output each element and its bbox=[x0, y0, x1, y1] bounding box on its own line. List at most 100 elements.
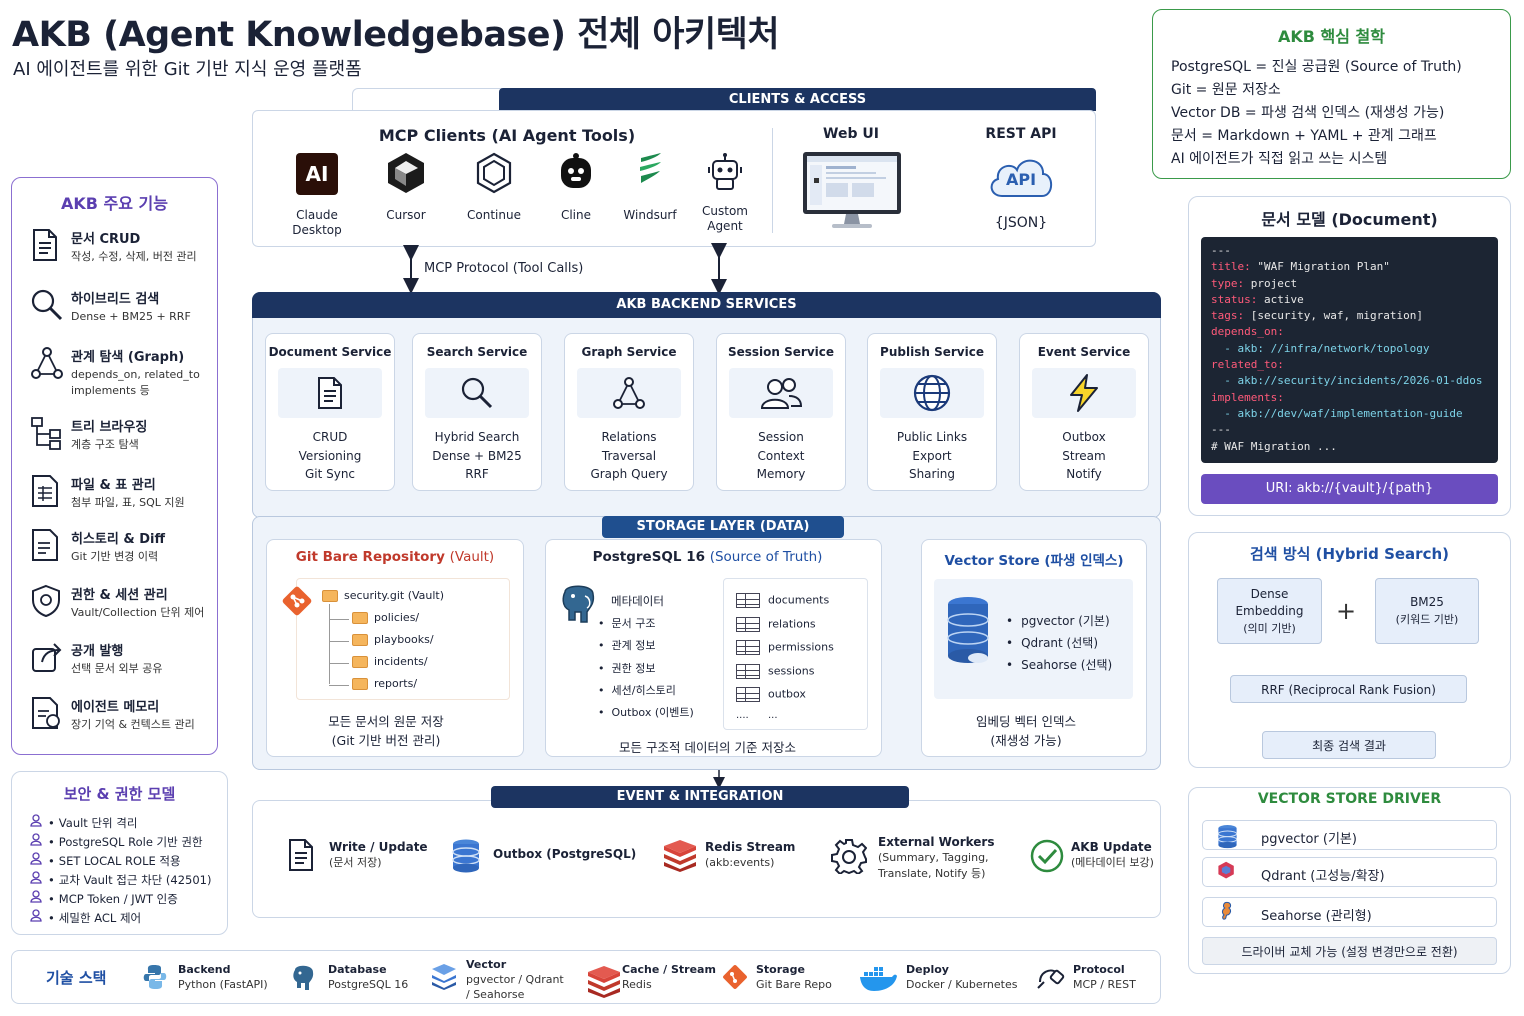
vector-item-text: Seahorse (선택) bbox=[1021, 658, 1113, 672]
code-token: depends_on: bbox=[1211, 325, 1284, 339]
folder-icon bbox=[352, 678, 368, 690]
pg-meta-text: 세션/히스토리 bbox=[611, 683, 676, 697]
service-line: Git Sync bbox=[304, 467, 356, 481]
service-line: Public Links bbox=[896, 430, 968, 444]
security-item: •SET LOCAL ROLE 적용 bbox=[30, 852, 211, 871]
git-folder: reports/ bbox=[352, 677, 417, 690]
security-text: Vault 단위 격리 bbox=[58, 816, 138, 830]
code-line: depends_on: bbox=[1211, 324, 1483, 340]
code-token: - akb://security/incidents/2026-01-ddos bbox=[1211, 374, 1483, 388]
share-icon bbox=[30, 640, 64, 678]
graph-icon bbox=[30, 346, 64, 384]
bm25-box: BM25 (키워드 기반) bbox=[1375, 578, 1479, 644]
check-circle-icon bbox=[1029, 838, 1065, 878]
history-icon bbox=[30, 528, 60, 566]
pg-meta-text: 권한 정보 bbox=[611, 661, 656, 675]
pg-table-item: documents bbox=[736, 593, 829, 608]
tech-head: Backend bbox=[178, 963, 231, 976]
service-title: Document Service bbox=[268, 345, 392, 359]
code-line: - akb://security/incidents/2026-01-ddos bbox=[1211, 373, 1483, 389]
search-result-box: 최종 검색 결과 bbox=[1262, 731, 1436, 759]
tech-val: pgvector / Qdrant bbox=[466, 973, 564, 986]
pg-meta-item: •문서 구조 bbox=[598, 613, 694, 635]
service-line: Graph Query bbox=[590, 467, 668, 481]
document-icon bbox=[286, 838, 316, 876]
code-line: # WAF Migration ... bbox=[1211, 439, 1483, 455]
pg-table-name: sessions bbox=[768, 664, 815, 677]
pg-table-name: documents bbox=[768, 593, 830, 607]
bullet: • bbox=[598, 661, 605, 675]
security-text: PostgreSQL Role 기반 권한 bbox=[58, 835, 203, 849]
feature-desc: 계층 구조 탐색 bbox=[71, 438, 139, 451]
code-line: type: project bbox=[1211, 276, 1483, 292]
table-grid-icon bbox=[736, 616, 760, 632]
service-line: Dense + BM25 bbox=[432, 448, 522, 463]
feature-desc: depends_on, related_to bbox=[71, 368, 200, 381]
memory-icon bbox=[30, 696, 62, 734]
feature-desc: Git 기반 변경 이력 bbox=[71, 550, 159, 563]
page-subtitle: AI 에이전트를 위한 Git 기반 지식 운영 플랫폼 bbox=[13, 59, 362, 80]
tool-5[interactable]: Custom Agent bbox=[680, 152, 770, 238]
driver-item[interactable]: Qdrant (고성능/확장) bbox=[1202, 857, 1497, 887]
philosophy-item: 문서 = Markdown + YAML + 관계 그래프 bbox=[1171, 128, 1437, 144]
cursor-icon bbox=[361, 152, 451, 194]
driver-item[interactable]: Seahorse (관리형) bbox=[1202, 897, 1497, 927]
dense-line: (의미 기반) bbox=[1243, 622, 1296, 635]
tech-head: Cache / Stream bbox=[622, 963, 716, 976]
git-folder-label: incidents/ bbox=[374, 655, 428, 668]
seahorse-icon bbox=[1217, 901, 1234, 923]
event-step-title: External Workers bbox=[878, 835, 995, 849]
bullet: • bbox=[598, 683, 605, 697]
driver-item[interactable]: pgvector (기본) bbox=[1202, 820, 1497, 850]
tech-val: Redis bbox=[622, 978, 652, 991]
event-step: Write / Update(문서 저장) bbox=[329, 839, 428, 871]
tool-4[interactable]: Windsurf bbox=[605, 152, 695, 238]
git-icon bbox=[722, 964, 748, 994]
vector-caption: 임베딩 벡터 인덱스 (재생성 가능) bbox=[921, 712, 1131, 750]
pg-table-name: permissions bbox=[768, 640, 834, 654]
tool-1[interactable]: Cursor bbox=[361, 152, 451, 238]
feature-title: 파일 & 표 관리 bbox=[71, 478, 156, 493]
service-line: CRUD bbox=[312, 430, 348, 444]
vector-store-title: Vector Store (파생 인덱스) bbox=[944, 553, 1124, 569]
clients-divider bbox=[772, 128, 773, 233]
service-title: Search Service bbox=[426, 345, 528, 359]
code-token: project bbox=[1250, 276, 1298, 290]
pg-table-item: permissions bbox=[736, 640, 834, 655]
driver-label: Qdrant (고성능/확장) bbox=[1261, 869, 1385, 884]
service-line: Traversal bbox=[601, 448, 657, 463]
service-title: Session Service bbox=[727, 345, 835, 359]
folder-icon bbox=[352, 612, 368, 624]
postgres-elephant-icon bbox=[557, 582, 601, 630]
security-title: 보안 & 권한 모델 bbox=[63, 785, 176, 803]
feature-title: 권한 & 세션 관리 bbox=[71, 588, 168, 603]
users-icon bbox=[729, 368, 833, 418]
service-line: Stream bbox=[1062, 448, 1106, 463]
doc-code-lines: ---title: "WAF Migration Plan"type: proj… bbox=[1211, 243, 1483, 455]
tool-3[interactable]: Cline bbox=[531, 152, 621, 238]
monitor-icon bbox=[802, 150, 902, 236]
tool-2[interactable]: Continue bbox=[449, 152, 539, 238]
restapi-title: REST API bbox=[985, 126, 1057, 142]
redis-icon bbox=[586, 964, 622, 1002]
clients-tab-left bbox=[352, 88, 502, 110]
